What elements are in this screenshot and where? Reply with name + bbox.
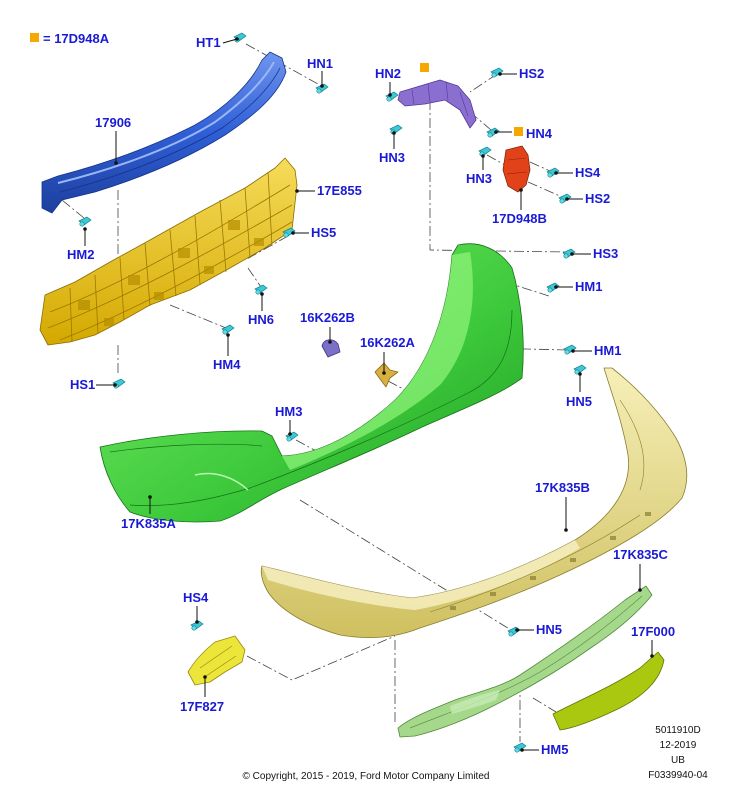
- fastener-hm2: [78, 216, 92, 227]
- part-16k262b: [321, 339, 341, 358]
- callout-hs2-lower: HS2: [585, 191, 610, 206]
- fastener-hn5-lower: [507, 626, 521, 637]
- callout-hm2: HM2: [67, 247, 94, 262]
- callouts: HT1 HN1 17906 17E855 HM2 HS5 HN6 HM4 HS1…: [67, 35, 675, 757]
- callout-16k262a: 16K262A: [360, 335, 416, 350]
- fastener-hn2: [385, 91, 399, 102]
- callout-hs4-lower: HS4: [183, 590, 209, 605]
- callout-hs3: HS3: [593, 246, 618, 261]
- fasteners: [78, 32, 587, 753]
- drawing-reference: F0339940-04: [648, 770, 708, 781]
- callout-ht1: HT1: [196, 35, 221, 50]
- fastener-hm5: [513, 742, 527, 753]
- part-bumper-cover-17k835a: [99, 243, 524, 523]
- callout-17e855: 17E855: [317, 183, 362, 198]
- callout-17k835c: 17K835C: [613, 547, 669, 562]
- leader-lines: [83, 37, 654, 752]
- drawing-code: UB: [671, 755, 685, 766]
- drawing-date: 12-2019: [660, 740, 697, 751]
- callout-17d948b: 17D948B: [492, 211, 547, 226]
- fastener-ht1: [233, 32, 247, 43]
- fastener-hs2-upper: [490, 67, 504, 78]
- part-bumper-beam: [41, 51, 287, 214]
- callout-17k835b: 17K835B: [535, 480, 590, 495]
- callout-hs4-upper: HS4: [575, 165, 601, 180]
- callout-17f000: 17F000: [631, 624, 675, 639]
- fastener-hn3-lower: [478, 146, 492, 157]
- part-bracket-17d948b: [502, 145, 531, 193]
- copyright-text: © Copyright, 2015 - 2019, Ford Motor Com…: [243, 771, 490, 782]
- callout-hs5: HS5: [311, 225, 336, 240]
- part-bracket-17f827: [187, 635, 246, 686]
- callout-17906: 17906: [95, 115, 131, 130]
- callout-hs1: HS1: [70, 377, 95, 392]
- callout-hm3: HM3: [275, 404, 302, 419]
- legend-marker: [30, 33, 39, 42]
- callout-hn3-upper: HN3: [379, 150, 405, 165]
- callout-hn4: HN4: [526, 126, 553, 141]
- callout-hn1: HN1: [307, 56, 333, 71]
- part-valance-17k835c: [397, 585, 653, 738]
- callout-hn5-upper: HN5: [566, 394, 592, 409]
- part-reflector-17f000: [552, 651, 665, 731]
- fastener-hm4: [221, 324, 235, 335]
- callout-hs2-upper: HS2: [519, 66, 544, 81]
- callout-16k262b: 16K262B: [300, 310, 355, 325]
- callout-hm1-lower: HM1: [594, 343, 621, 358]
- part-16k262a: [374, 362, 399, 388]
- hn4-marker: [514, 127, 523, 136]
- callout-hn3-lower: HN3: [466, 171, 492, 186]
- callout-hn6: HN6: [248, 312, 274, 327]
- callout-hm4: HM4: [213, 357, 241, 372]
- part-energy-absorber: [39, 157, 298, 346]
- fastener-hm1-lower: [563, 344, 577, 355]
- part-bumper-cover-17k835b: [260, 367, 688, 638]
- drawing-number: 5011910D: [655, 725, 700, 736]
- fastener-hn3-upper: [389, 124, 403, 135]
- callout-hn5-lower: HN5: [536, 622, 562, 637]
- callout-hm5: HM5: [541, 742, 568, 757]
- drawing-info: 5011910D 12-2019 UB F0339940-04: [648, 725, 708, 781]
- legend-text: = 17D948A: [43, 31, 110, 46]
- part-bracket-17d948a: [397, 79, 477, 129]
- callout-17k835a: 17K835A: [121, 516, 177, 531]
- callout-hm1-upper: HM1: [575, 279, 602, 294]
- callout-hn2: HN2: [375, 66, 401, 81]
- callout-17f827: 17F827: [180, 699, 224, 714]
- bracket-marker: [420, 63, 429, 72]
